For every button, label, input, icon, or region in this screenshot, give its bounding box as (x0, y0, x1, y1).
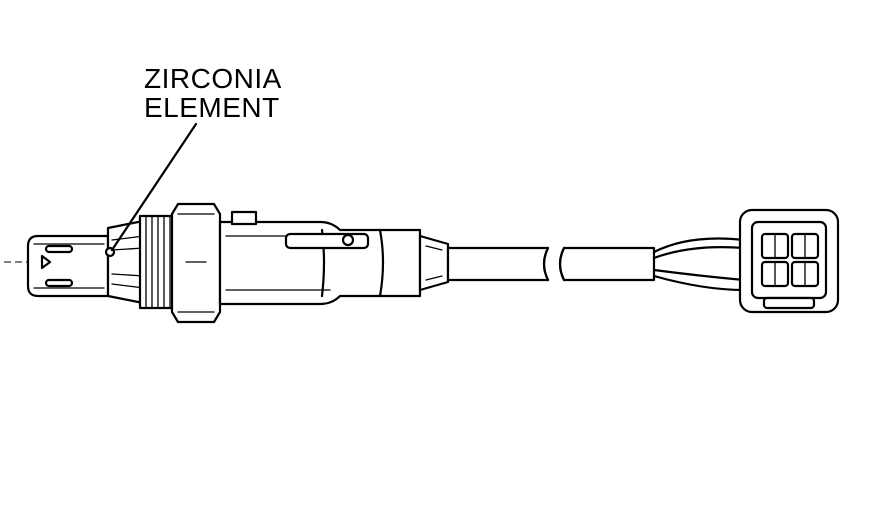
lead-wires (652, 237, 746, 292)
wire-exit-collar (418, 234, 450, 292)
callout-line-1: ZIRCONIA (144, 63, 282, 94)
cable-sheath (446, 246, 656, 282)
zirconia-element-callout: ZIRCONIA ELEMENT (144, 64, 282, 122)
callout-leader-line (110, 122, 198, 252)
sensor-housing (218, 210, 422, 306)
electrical-connector (738, 208, 840, 314)
sensor-tip (26, 234, 110, 298)
hex-nut (170, 202, 222, 324)
callout-line-2: ELEMENT (144, 92, 280, 123)
